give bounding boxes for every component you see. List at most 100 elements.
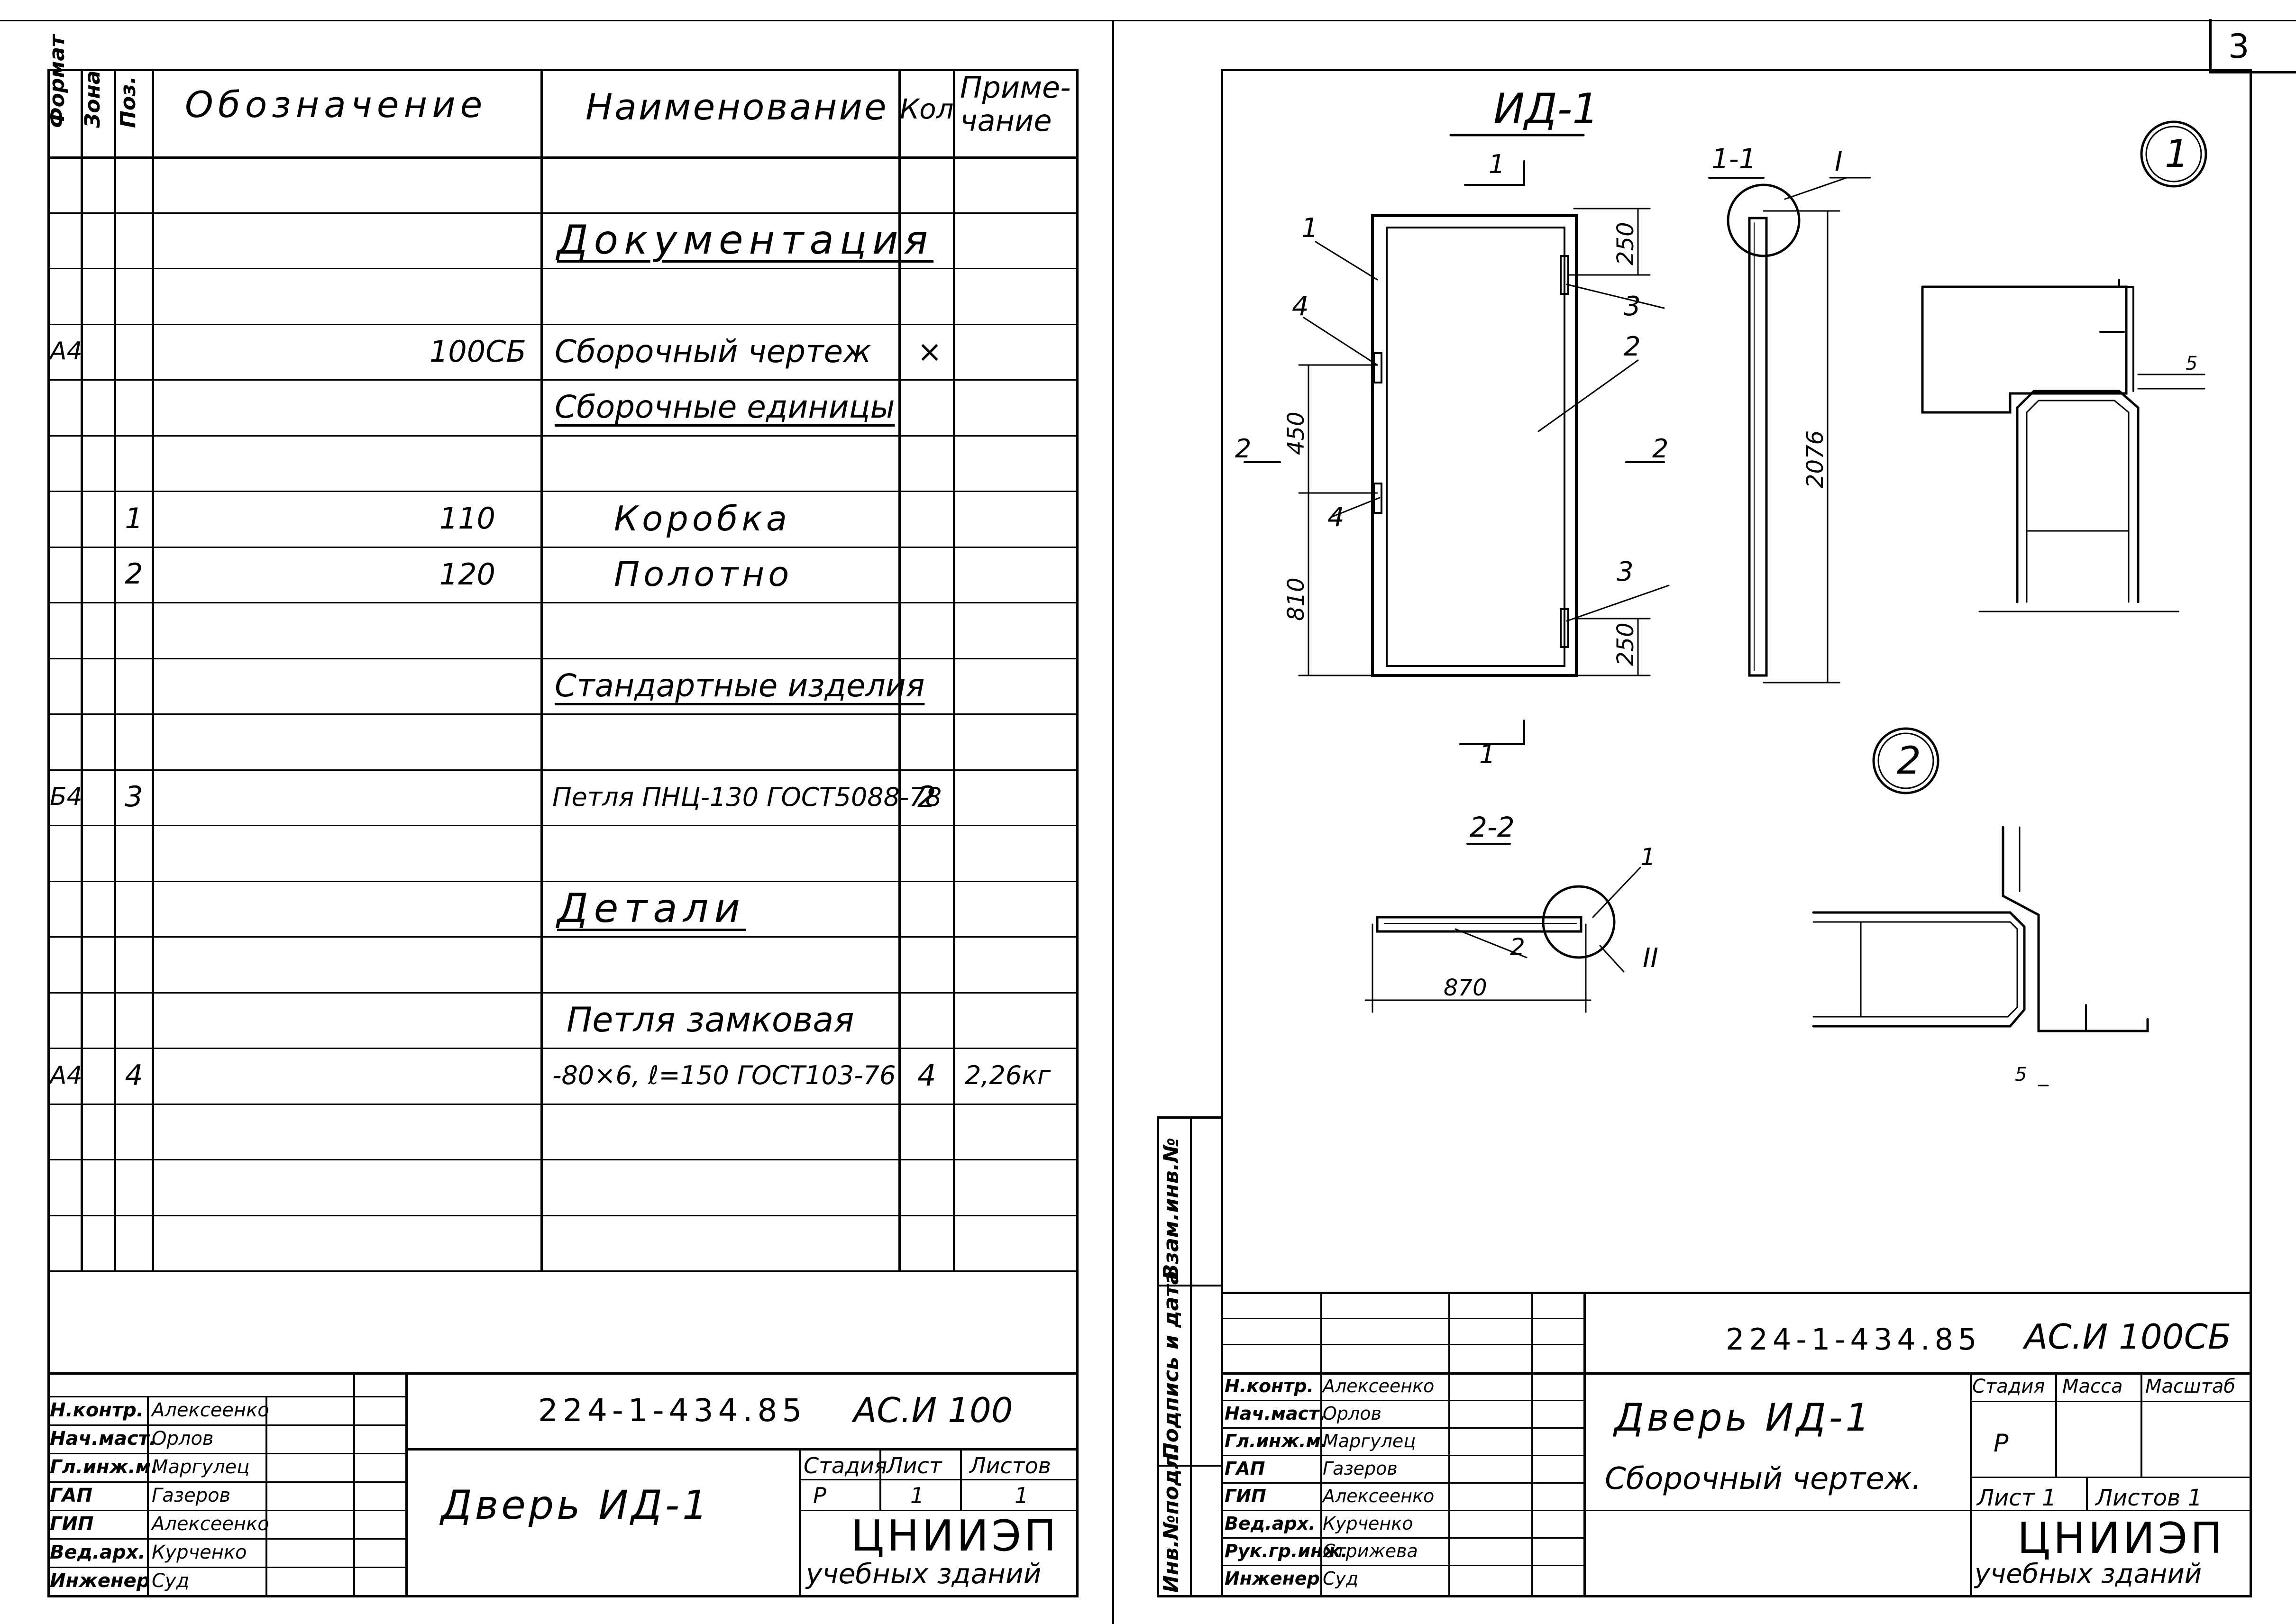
section-2-2-profile xyxy=(1376,916,1583,933)
stamp-left-sheets-label: Листов xyxy=(970,1453,1051,1478)
stamp-right-subtitle: Сборочный чертеж. xyxy=(1605,1461,1921,1496)
stamp-role: Н.контр. xyxy=(1225,1376,1314,1396)
stamp-person-name: Алексеенко xyxy=(1323,1376,1435,1396)
stamp-right-scale-label: Масштаб xyxy=(2145,1376,2236,1397)
spec-cell-note: 2,26кг xyxy=(965,1060,1051,1091)
spec-row-line xyxy=(47,1159,1079,1160)
stamp-right-title: Дверь ИД-1 xyxy=(1614,1395,1873,1440)
cut-mark-1-bottom xyxy=(1459,720,1525,745)
drawing-frame xyxy=(1221,69,2252,1597)
callout-3-bottom: 3 xyxy=(1617,557,1634,587)
stamp-line xyxy=(47,1567,408,1568)
dim-810: 810 xyxy=(1283,577,1309,621)
stamp-right-stage: Р xyxy=(1994,1429,2009,1458)
stamp-person-name: Суд xyxy=(152,1570,190,1592)
stamp-role: ГАП xyxy=(1225,1458,1265,1479)
stamp-line xyxy=(2140,1372,2142,1477)
table-row xyxy=(47,1159,1079,1215)
spec-header-qty: Кол xyxy=(900,93,954,125)
spec-row-line xyxy=(47,379,1079,381)
stamp-line xyxy=(47,1372,1079,1375)
stamp-line xyxy=(47,1424,408,1426)
stamp-line xyxy=(2055,1372,2057,1477)
table-row xyxy=(47,268,1079,324)
stamp-role: Инженер xyxy=(1225,1568,1320,1589)
leader-3-bottom xyxy=(1566,584,1670,622)
leader-3-top xyxy=(1566,283,1665,309)
stamp-line xyxy=(879,1448,881,1510)
stamp-role: ГИП xyxy=(50,1513,94,1535)
stamp-line xyxy=(353,1372,355,1597)
spec-row-line xyxy=(47,769,1079,771)
side-strip-divider-1 xyxy=(1190,1116,1192,1597)
stamp-line xyxy=(1223,1318,1583,1319)
stamp-line xyxy=(1583,1292,1586,1597)
spec-cell-designation: 110 xyxy=(439,501,495,536)
spec-header-designation: Обозначение xyxy=(185,83,487,126)
stamp-role: Рук.гр.инж. xyxy=(1225,1541,1348,1561)
hinge-3-bottom xyxy=(1560,608,1569,648)
spec-row-line xyxy=(47,1214,1079,1216)
door-leaf xyxy=(1386,227,1565,667)
section-2-2-label: 2-2 xyxy=(1470,811,1515,843)
stamp-person-name: Орлов xyxy=(1323,1403,1381,1424)
spec-cell-designation: 100СБ xyxy=(429,334,526,369)
stamp-right-mass-label: Масса xyxy=(2062,1376,2123,1397)
drawing-title: ИД-1 xyxy=(1493,84,1599,133)
stamp-line xyxy=(1223,1427,1583,1429)
spec-row-line xyxy=(47,546,1079,548)
spec-cell-name: Полотно xyxy=(614,554,793,594)
spec-header-zone: Зона xyxy=(81,70,105,128)
stamp-line xyxy=(47,1538,408,1540)
detail-2-leaf xyxy=(1812,911,2026,1028)
table-row xyxy=(47,936,1079,992)
side-strip-sign: Подпись и дата xyxy=(1159,1270,1183,1460)
marker-1-circle xyxy=(2140,120,2207,188)
cut-label-2-left: 2 xyxy=(1235,434,1251,464)
table-row xyxy=(47,1215,1079,1271)
page-number: 3 xyxy=(2228,27,2250,66)
stamp-line xyxy=(265,1396,267,1597)
spec-row-line xyxy=(47,992,1079,994)
stamp-role: Н.контр. xyxy=(50,1399,144,1421)
stamp-line xyxy=(1223,1372,2250,1375)
specification-sheet xyxy=(47,69,1079,1597)
table-row xyxy=(47,156,1079,212)
spec-row-line xyxy=(47,491,1079,492)
roman-1-label: I xyxy=(1835,146,1843,177)
stamp-line xyxy=(47,1481,408,1483)
stamp-right-code: 224-1-434.85 xyxy=(1726,1322,1982,1357)
dim-450: 450 xyxy=(1283,411,1309,455)
spec-row-line xyxy=(47,880,1079,882)
leader-4-bottom xyxy=(1331,497,1381,518)
spec-cell-name: Коробка xyxy=(614,498,791,538)
spec-cell-pos: 3 xyxy=(125,780,143,814)
stamp-line xyxy=(47,1396,408,1397)
stamp-person-name: Суд xyxy=(1323,1568,1359,1589)
stamp-line xyxy=(1223,1344,1583,1345)
stamp-right-sheet: Лист 1 xyxy=(1977,1485,2057,1511)
stamp-line xyxy=(1223,1537,1583,1539)
spec-row-line xyxy=(47,825,1079,826)
stamp-line xyxy=(1320,1292,1322,1597)
roman-2-label: II xyxy=(1643,943,1658,974)
spec-cell-name: -80×6, ℓ=150 ГОСТ103-76 xyxy=(552,1060,896,1091)
dim-2076: 2076 xyxy=(1802,430,1829,488)
stamp-line xyxy=(2086,1477,2088,1510)
lock-hinge-4-bottom xyxy=(1373,483,1382,514)
stamp-line xyxy=(960,1448,962,1510)
stamp-role: Гл.инж.м. xyxy=(1225,1431,1328,1451)
stamp-role: Гл.инж.м. xyxy=(50,1456,158,1478)
stamp-role: ГИП xyxy=(1225,1486,1266,1506)
cut-label-1-bottom: 1 xyxy=(1479,739,1495,769)
spec-cell-name: Стандартные изделия xyxy=(555,667,925,704)
stamp-line xyxy=(799,1479,1079,1480)
cut-label-1-top: 1 xyxy=(1489,149,1505,179)
marker-2-label: 2 xyxy=(1897,739,1921,783)
page-number-box xyxy=(2209,19,2296,73)
stamp-role: ГАП xyxy=(50,1485,92,1506)
drawing-canvas: ИД-1 1 2 1 1 2 2 1-1 2-2 I II 1 1 2 2 3 … xyxy=(1235,84,2207,1086)
dim-5-detail-1: 5 xyxy=(2186,353,2197,374)
leader-4-top xyxy=(1303,317,1378,366)
table-row xyxy=(47,825,1079,881)
